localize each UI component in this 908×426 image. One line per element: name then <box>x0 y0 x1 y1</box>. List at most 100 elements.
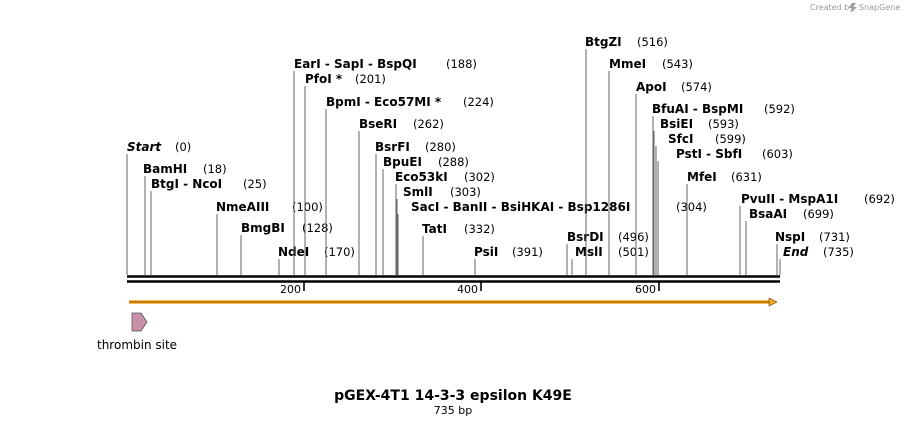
site-position: (391) <box>512 245 543 259</box>
site-position: (25) <box>243 177 267 191</box>
site-position: (224) <box>463 95 494 109</box>
ruler-label-200: 200 <box>280 283 301 296</box>
site-position: (543) <box>662 57 693 71</box>
restriction-site-pvuii[interactable]: PvuII - MspA1I (692) <box>739 192 895 275</box>
site-position: (288) <box>438 155 469 169</box>
site-name: MslI <box>575 245 603 259</box>
site-name: SmlI <box>403 185 433 199</box>
restriction-site-psii[interactable]: PsiI (391) <box>474 245 543 275</box>
site-name: SfcI <box>668 132 693 146</box>
restriction-site-pfoi[interactable]: PfoI *(201) <box>304 72 386 275</box>
site-name: MfeI <box>687 170 717 184</box>
orf-arrow[interactable] <box>129 297 778 307</box>
site-name: NmeAIII <box>216 200 269 214</box>
restriction-site-tati[interactable]: TatI (332) <box>422 222 495 275</box>
restriction-site-bsrdi[interactable]: BsrDI (496) <box>566 230 649 275</box>
site-name: BsaAI <box>749 207 787 221</box>
restriction-site-mfei[interactable]: MfeI (631) <box>686 170 762 275</box>
site-name: BtgI - NcoI <box>151 177 222 191</box>
site-position: (692) <box>864 192 895 206</box>
site-name: PsiI <box>474 245 498 259</box>
site-position: (599) <box>715 132 746 146</box>
site-name: Eco53kI <box>395 170 448 184</box>
restriction-site-bfuai[interactable]: BfuAI - BspMI (592) <box>652 102 795 275</box>
site-position: (496) <box>618 230 649 244</box>
ruler-label-600: 600 <box>635 283 656 296</box>
site-position: (201) <box>355 72 386 86</box>
restriction-site-msli[interactable]: MslI(501) <box>571 245 649 275</box>
site-position: (100) <box>292 200 323 214</box>
restriction-site-btgzi[interactable]: BtgZI (516) <box>585 35 668 275</box>
restriction-site-eco53ki[interactable]: Eco53kI (302) <box>395 170 495 275</box>
site-position: (128) <box>302 221 333 235</box>
restriction-site-eari[interactable]: EarI - SapI - BspQI (188) <box>293 57 477 275</box>
site-position: (603) <box>762 147 793 161</box>
restriction-site-end[interactable]: End (735) <box>779 245 854 275</box>
site-position: (303) <box>450 185 481 199</box>
site-position: (18) <box>203 162 227 176</box>
restriction-site-btgi[interactable]: BtgI - NcoI (25) <box>150 177 267 275</box>
restriction-site-bamhi[interactable]: BamHI (18) <box>143 162 227 275</box>
site-name: BsrDI <box>567 230 604 244</box>
site-position: (631) <box>731 170 762 184</box>
site-position: (280) <box>425 140 456 154</box>
restriction-site-bsaai[interactable]: BsaAI (699) <box>745 207 834 275</box>
site-name: MmeI <box>609 57 646 71</box>
site-position: (592) <box>764 102 795 116</box>
snapgene-logo-icon <box>849 3 857 13</box>
site-name: SacI - BanII - BsiHKAI - Bsp1286I <box>411 200 630 214</box>
site-name: ApoI <box>636 80 667 94</box>
site-position: (0) <box>175 140 191 154</box>
restriction-site-nspi[interactable]: NspI (731) <box>775 230 850 275</box>
site-name: BamHI <box>143 162 187 176</box>
site-name: BmgBI <box>241 221 285 235</box>
plasmid-length: 735 bp <box>434 404 472 417</box>
restriction-site-start[interactable]: Start (0) <box>126 140 191 275</box>
site-name: EarI - SapI - BspQI <box>294 57 417 71</box>
site-name: PvuII - MspA1I <box>741 192 838 206</box>
site-name: PstI - SbfI <box>676 147 742 161</box>
restriction-site-bseri[interactable]: BseRI(262) <box>358 117 444 275</box>
restriction-site-nmeaiii[interactable]: NmeAIII (100) <box>216 200 323 275</box>
site-name: BseRI <box>359 117 397 131</box>
site-position: (188) <box>446 57 477 71</box>
restriction-site-bsiei[interactable]: BsiEI(593) <box>653 117 739 275</box>
site-position: (170) <box>324 245 355 259</box>
site-name: BpuEI <box>383 155 422 169</box>
site-position: (332) <box>464 222 495 236</box>
credit-brand: SnapGene <box>859 3 900 12</box>
site-position: (304) <box>676 200 707 214</box>
restriction-site-bsrfi[interactable]: BsrFI (280) <box>375 140 456 275</box>
plasmid-title: pGEX-4T1 14-3-3 epsilon K49E <box>334 388 572 404</box>
restriction-site-saci[interactable]: SacI - BanII - BsiHKAI - Bsp1286I (304) <box>397 200 707 275</box>
credit-text: Created by <box>810 3 854 12</box>
site-name: BtgZI <box>585 35 622 49</box>
site-name: End <box>783 245 809 259</box>
restriction-site-apoi[interactable]: ApoI(574) <box>635 80 712 275</box>
site-name: TatI <box>422 222 447 236</box>
thrombin-site-feature[interactable] <box>131 312 148 332</box>
restriction-site-mmei[interactable]: MmeI (543) <box>608 57 693 275</box>
ruler-label-400: 400 <box>457 283 478 296</box>
site-position: (699) <box>803 207 834 221</box>
site-name: Start <box>127 140 162 154</box>
restriction-site-smli[interactable]: SmlI (303) <box>396 185 481 275</box>
restriction-site-sfci[interactable]: SfcI (599) <box>655 132 746 275</box>
site-name: BpmI - Eco57MI * <box>326 95 442 109</box>
restriction-site-bpuei[interactable]: BpuEI (288) <box>382 155 469 275</box>
site-name: BsrFI <box>375 140 410 154</box>
thrombin-site-label: thrombin site <box>97 338 177 352</box>
restriction-sites: Start (0) BamHI (18)BtgI - NcoI (25) NmeAIII (… <box>126 35 895 275</box>
restriction-site-bpmi[interactable]: BpmI - Eco57MI * (224) <box>325 95 494 275</box>
restriction-site-bmgbi[interactable]: BmgBI (128) <box>240 221 333 275</box>
site-name: NspI <box>775 230 805 244</box>
site-position: (516) <box>637 35 668 49</box>
restriction-site-ndei[interactable]: NdeI(170) <box>278 245 355 275</box>
restriction-site-psti[interactable]: PstI - SbfI (603) <box>657 147 793 275</box>
site-name: BfuAI - BspMI <box>652 102 743 116</box>
site-position: (302) <box>464 170 495 184</box>
site-position: (593) <box>708 117 739 131</box>
site-position: (735) <box>823 245 854 259</box>
site-position: (731) <box>819 230 850 244</box>
